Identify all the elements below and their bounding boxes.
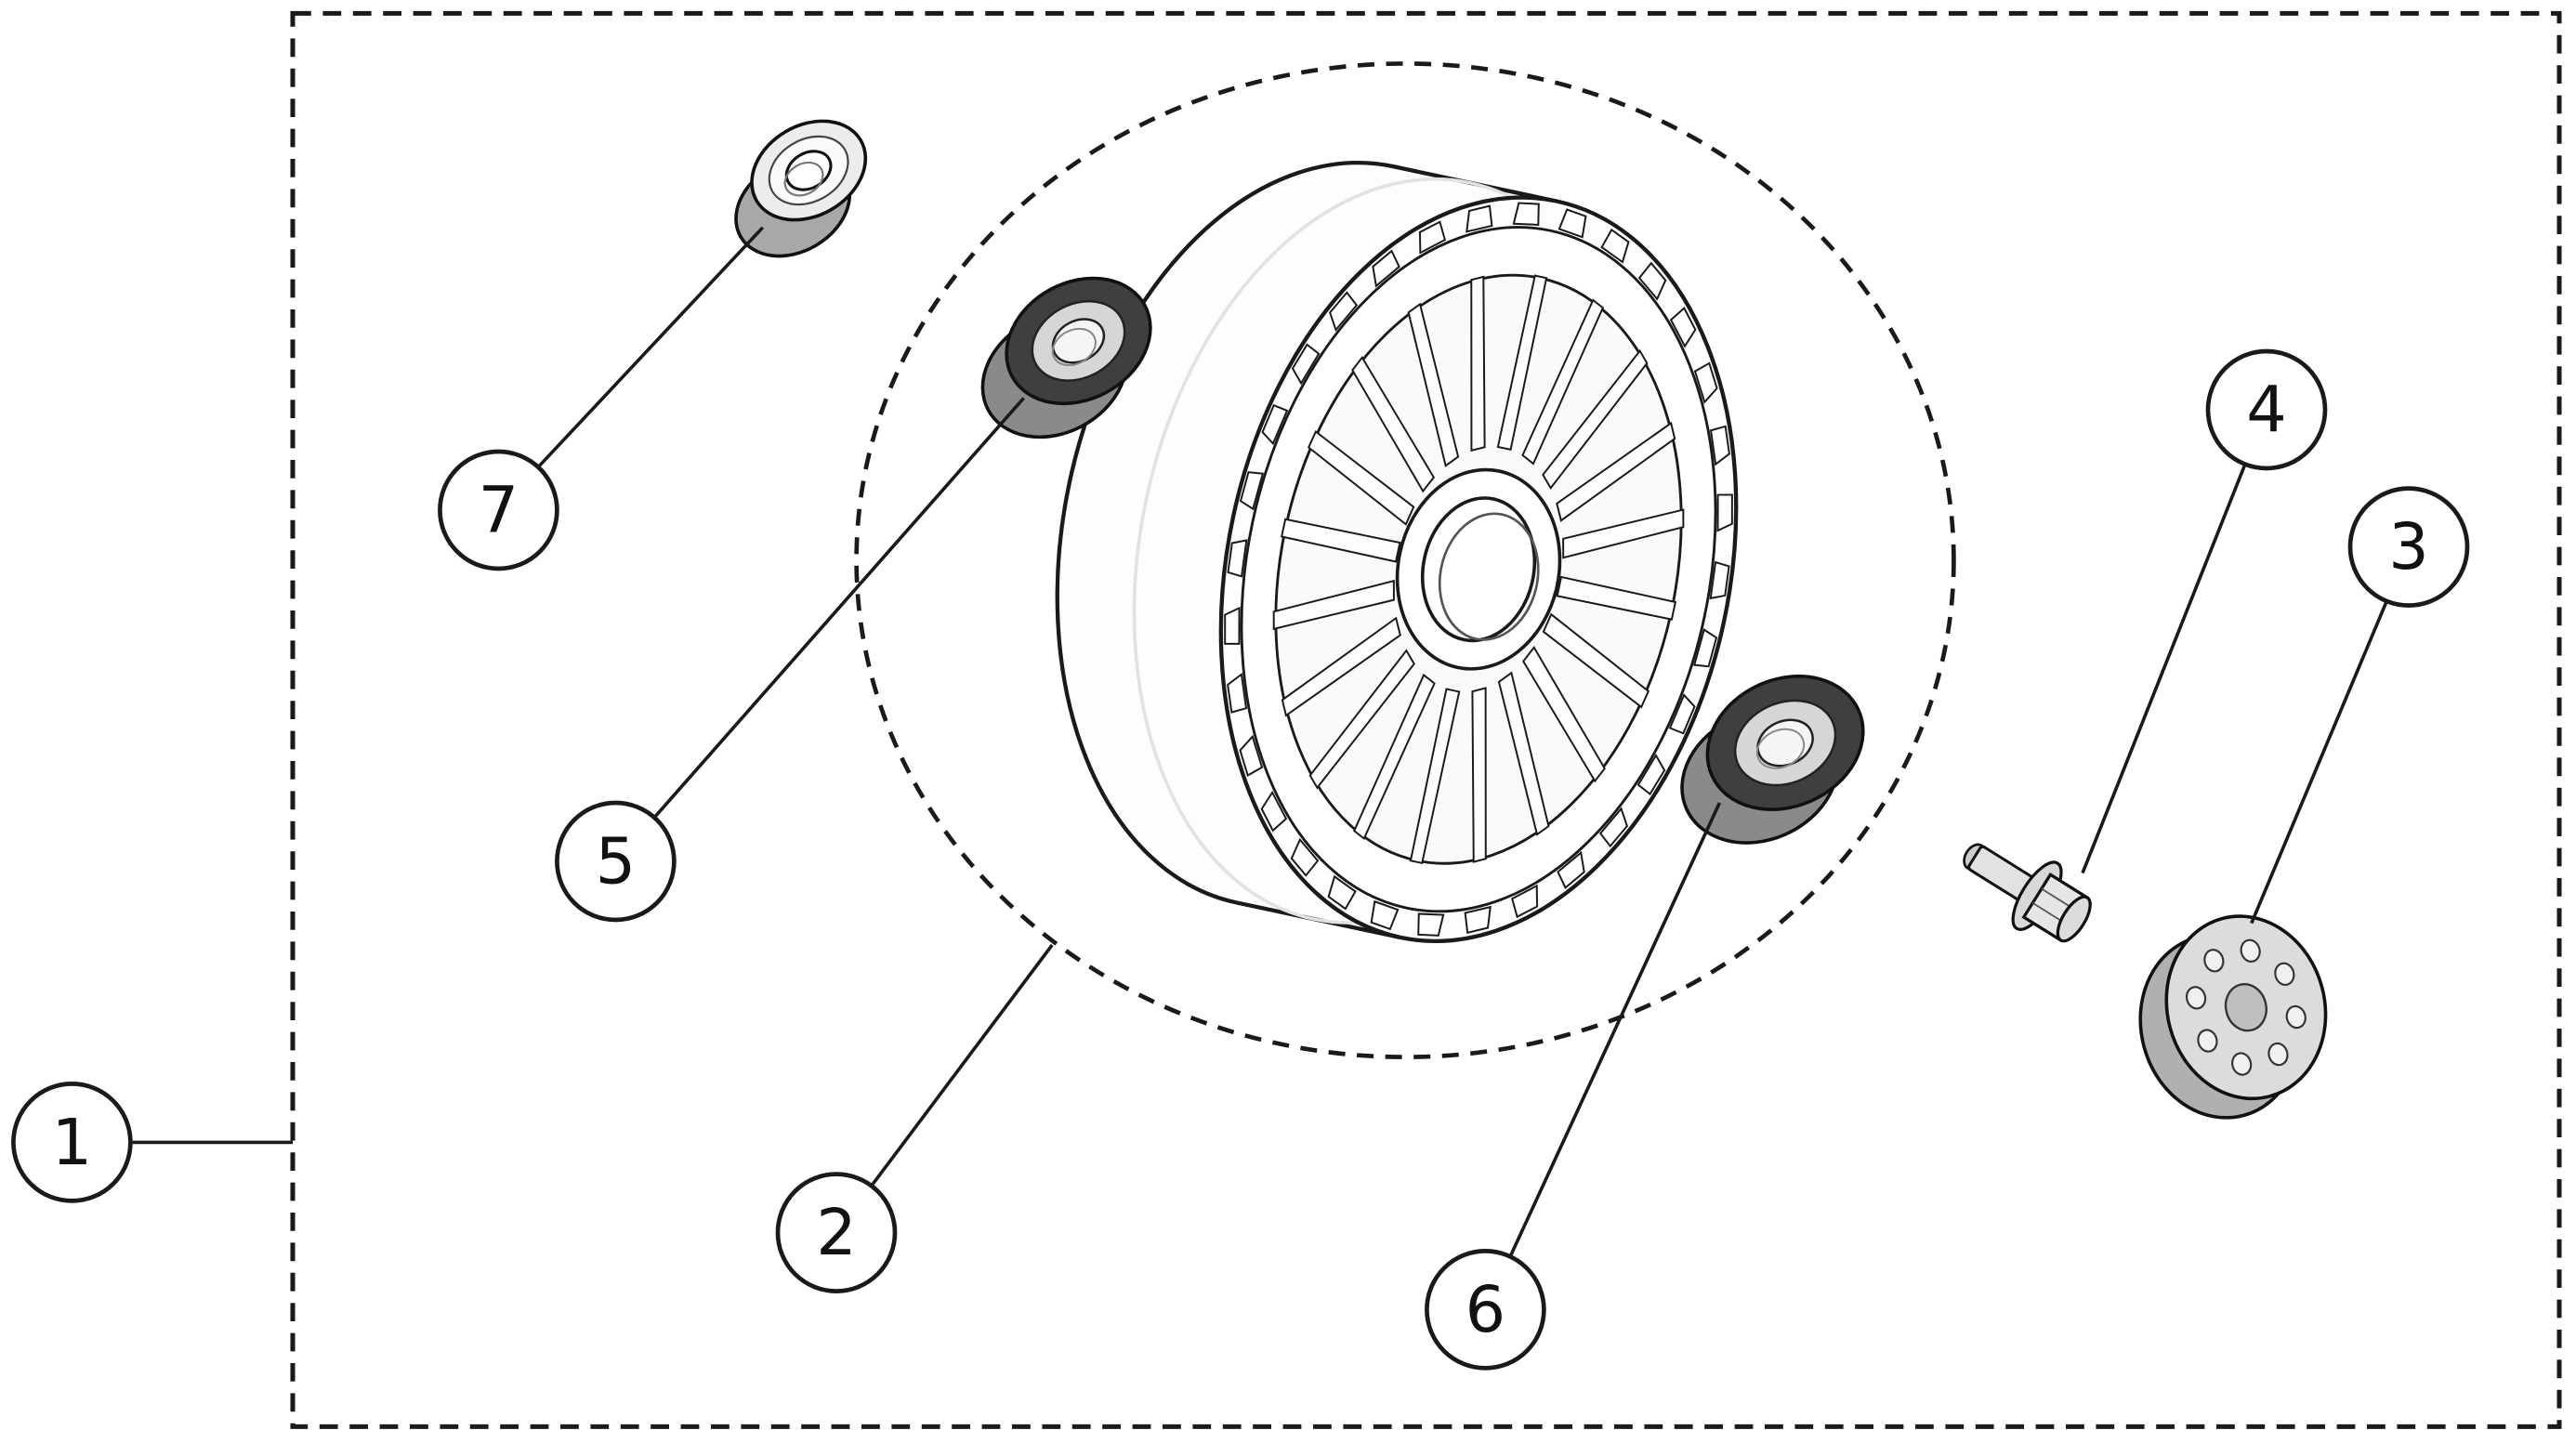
hubcap-center-hole: [2224, 983, 2267, 1032]
rim-cutout: [1227, 539, 1248, 578]
bolt-head-end: [2056, 895, 2092, 943]
spoke: [1562, 508, 1685, 559]
leader-line-2: [870, 943, 1054, 1187]
bolt-hole: [2285, 1004, 2307, 1030]
rim-cutout: [1668, 693, 1696, 735]
hubcap-bolt-holes: [2185, 938, 2307, 1076]
rim-cutout: [1511, 884, 1539, 919]
rim-cutout: [1716, 493, 1733, 532]
spoke: [1556, 421, 1676, 522]
callout-1-label: 1: [52, 1107, 93, 1180]
rim-cutout: [1224, 606, 1241, 645]
washer-hole: [784, 150, 833, 191]
bolt-hole: [2240, 938, 2261, 963]
rim-cutout: [1512, 202, 1540, 226]
rim-cutout: [1557, 208, 1587, 239]
callout-5[interactable]: 5: [555, 800, 677, 923]
spoke: [1308, 429, 1415, 526]
leader-line-3: [2250, 599, 2389, 925]
bolt-hole: [2185, 986, 2207, 1010]
bearing-part-6: [1680, 675, 1865, 845]
rim-cutout: [1464, 905, 1492, 935]
bearing6-bore-depth: [1755, 728, 1806, 769]
rim-cutout: [1372, 249, 1400, 288]
callout-1[interactable]: 1: [11, 1082, 133, 1203]
rim-cutout: [1600, 228, 1630, 264]
callout-4[interactable]: 4: [2205, 348, 2328, 471]
rim-cutout: [1239, 734, 1264, 777]
callout-6[interactable]: 6: [1425, 1249, 1546, 1371]
callout-7-label: 7: [479, 474, 519, 547]
callout-2-label: 2: [816, 1197, 857, 1270]
rim-cutout: [1261, 403, 1289, 446]
rim-cutout: [1290, 837, 1320, 877]
bolt-hole: [2274, 962, 2295, 986]
bearing5-bore-depth: [1051, 327, 1097, 367]
washer-hole-depth: [783, 161, 824, 197]
rim-cutout: [1709, 560, 1730, 600]
rim-cutout: [1291, 343, 1321, 386]
spoke: [1542, 348, 1649, 491]
leader-line-6: [1508, 802, 1722, 1257]
rim-cutout: [1227, 672, 1248, 714]
spoke: [1521, 646, 1606, 783]
spoke: [1497, 671, 1550, 836]
wheel-subassembly-boundary: [854, 61, 1956, 1059]
rim-cutout: [1418, 220, 1447, 255]
wheel: [1055, 161, 1739, 943]
spoke: [1272, 579, 1395, 631]
leader-line-5: [652, 397, 1025, 820]
rim-cutout: [1327, 874, 1357, 911]
callout-2[interactable]: 2: [775, 1172, 898, 1293]
rim-cutout: [1417, 912, 1445, 937]
bolt-hole: [2231, 1052, 2253, 1076]
spoke: [1281, 518, 1401, 563]
rim-cutout: [1557, 850, 1585, 889]
rim-cutout: [1260, 790, 1288, 833]
callout-3[interactable]: 3: [2347, 486, 2470, 608]
hub: [1395, 467, 1562, 671]
spoke: [1281, 616, 1401, 717]
spoke: [1409, 688, 1461, 865]
rim-cutout: [1669, 307, 1697, 348]
spoke: [1556, 575, 1677, 621]
leader-line-7: [537, 226, 765, 468]
spoke: [1407, 302, 1460, 467]
hub-bore-lip: [1438, 512, 1540, 641]
spoke: [1496, 274, 1548, 452]
callout-4-label: 4: [2246, 374, 2287, 447]
rim-cutout: [1370, 899, 1400, 931]
rim-cutout: [1636, 754, 1666, 796]
leader-line-4: [2081, 464, 2247, 874]
spoke: [1542, 612, 1650, 709]
spoke: [1308, 649, 1415, 790]
bolt-hole: [2203, 949, 2225, 973]
rim-cutout: [1637, 261, 1667, 301]
bolt-part-4: [1963, 843, 2092, 943]
spoke: [1521, 298, 1605, 466]
rim-cutout: [1465, 204, 1493, 233]
bolt-hole: [2197, 1029, 2218, 1053]
spoke: [1353, 673, 1436, 841]
callout-6-label: 6: [1465, 1274, 1506, 1347]
bolt-hole: [2267, 1042, 2289, 1067]
hubcap-part-3: [2138, 914, 2328, 1120]
rim-cutout: [1239, 471, 1265, 511]
spoke: [1470, 275, 1486, 453]
spoke: [1471, 687, 1487, 863]
rim-cutout: [1693, 628, 1718, 668]
hub-bore: [1420, 496, 1537, 643]
callout-3-label: 3: [2388, 511, 2429, 584]
rim-cutout: [1598, 807, 1629, 848]
rim-cutout: [1329, 291, 1359, 332]
callout-5-label: 5: [596, 825, 637, 899]
rim-cutout: [1693, 361, 1718, 404]
spoke: [1351, 356, 1436, 493]
callout-7[interactable]: 7: [438, 449, 559, 571]
washer-part-7: [734, 119, 868, 258]
rim-cutout: [1709, 425, 1730, 466]
